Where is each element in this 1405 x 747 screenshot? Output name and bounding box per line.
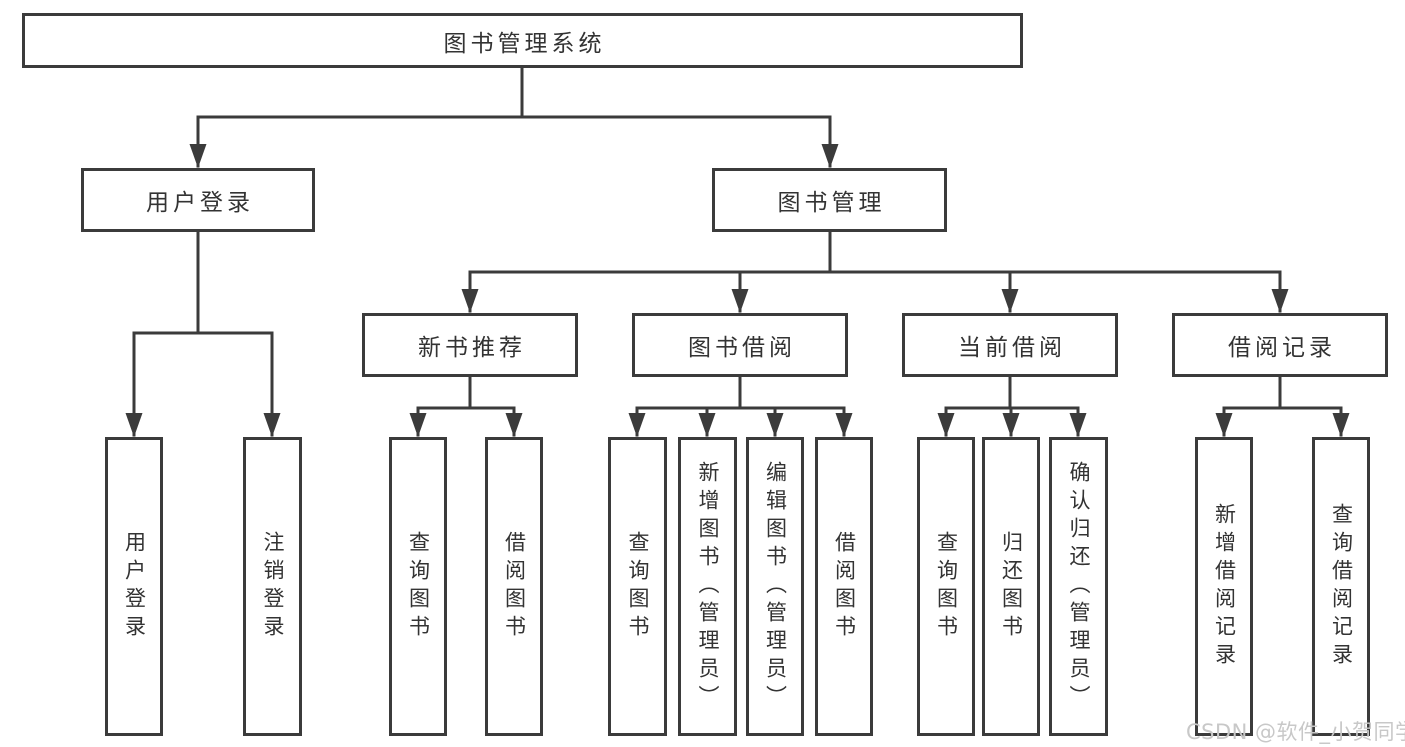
node-borrowing-records: 借阅记录 bbox=[1172, 313, 1388, 377]
connector-user-login-leaves bbox=[132, 230, 274, 437]
leaf-search-borrow-record: 查询借阅记录 bbox=[1312, 437, 1370, 736]
node-new-book-recommend: 新书推荐 bbox=[362, 313, 578, 377]
leaf-add-borrow-record: 新增借阅记录 bbox=[1195, 437, 1253, 736]
connector-book-borrow-leaves bbox=[635, 375, 846, 437]
leaf-logout: 注销登录 bbox=[243, 437, 302, 736]
connector-borrow-record-leaves bbox=[1222, 375, 1343, 437]
arrowheads bbox=[125, 144, 1350, 437]
leaf-borrow-books: 借阅图书 bbox=[815, 437, 873, 736]
node-root-system: 图书管理系统 bbox=[22, 13, 1023, 68]
leaf-confirm-return-admin: 确认归还（管理员） bbox=[1049, 437, 1108, 736]
leaf-add-books-admin: 新增图书（管理员） bbox=[678, 437, 737, 736]
leaf-search-books-current: 查询图书 bbox=[917, 437, 975, 736]
connector-book-mgmt-to-level3 bbox=[468, 230, 1282, 313]
csdn-watermark: CSDN @软件_小贺同学 bbox=[1186, 720, 1405, 744]
leaf-user-login: 用户登录 bbox=[105, 437, 163, 736]
node-current-borrowing: 当前借阅 bbox=[902, 313, 1118, 377]
leaf-search-books-borrow: 查询图书 bbox=[608, 437, 667, 736]
leaf-search-books-recommend: 查询图书 bbox=[389, 437, 447, 736]
connector-new-book-leaves bbox=[416, 375, 516, 437]
node-book-management: 图书管理 bbox=[712, 168, 947, 232]
leaf-edit-books-admin: 编辑图书（管理员） bbox=[746, 437, 804, 736]
node-book-borrowing: 图书借阅 bbox=[632, 313, 848, 377]
node-user-login: 用户登录 bbox=[81, 168, 315, 232]
leaf-borrow-books-recommend: 借阅图书 bbox=[485, 437, 543, 736]
connector-root-to-level2 bbox=[196, 66, 832, 168]
leaf-return-books: 归还图书 bbox=[982, 437, 1040, 736]
